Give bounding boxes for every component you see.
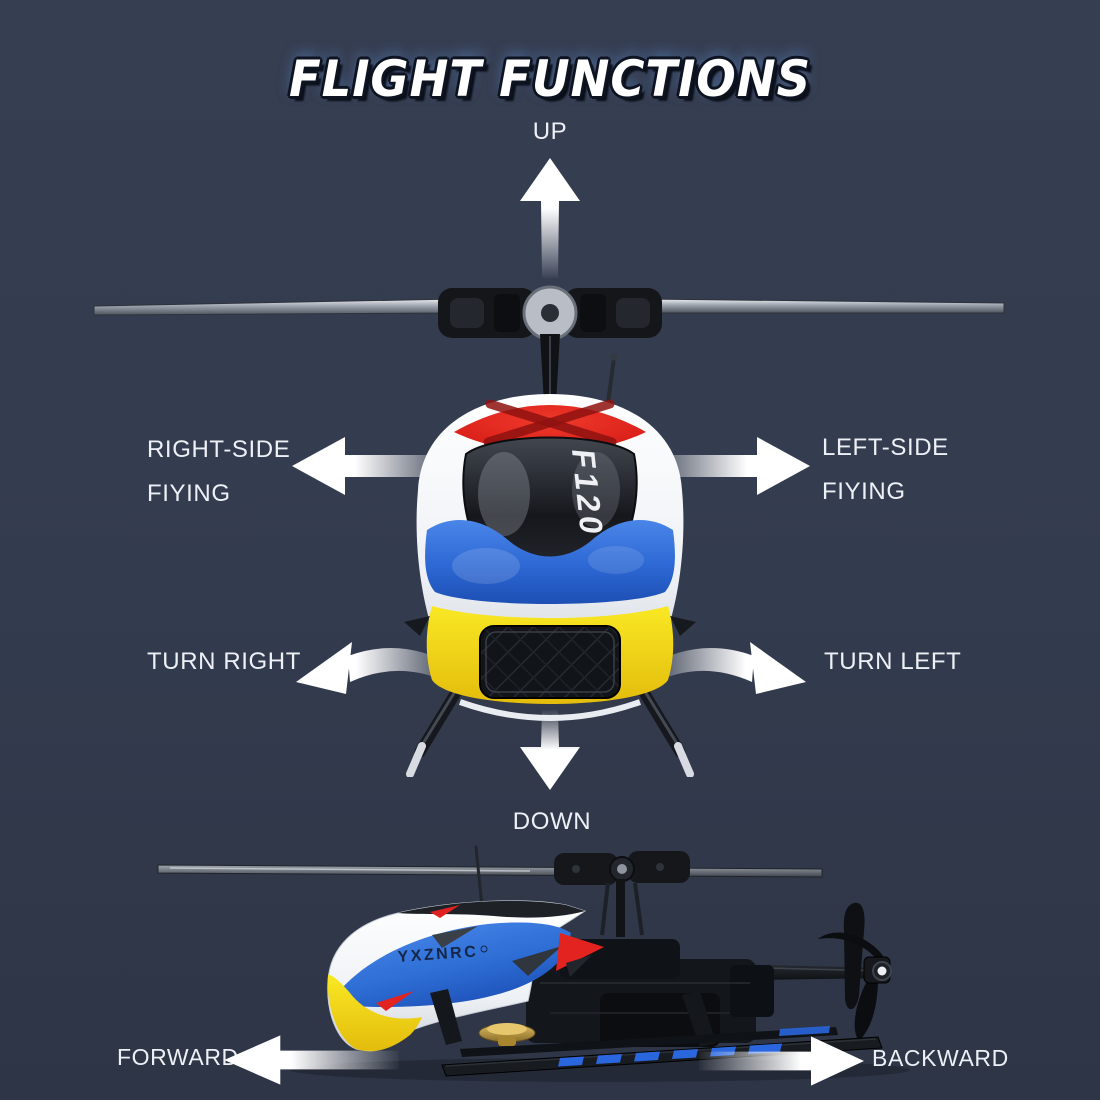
label-left-side-flying: LEFT-SIDE FIYING: [822, 426, 949, 514]
side-landing-skids: [430, 989, 883, 1077]
backward-arrow-icon: [699, 1036, 864, 1086]
label-forward: FORWARD: [117, 1044, 239, 1070]
label-turn-left: TURN LEFT: [824, 648, 962, 675]
side-view-decal: YXZNRC: [397, 943, 479, 966]
turn-left-curved-arrow-icon: [648, 642, 806, 694]
up-arrow-icon: [520, 158, 580, 278]
label-turn-right: TURN RIGHT: [147, 648, 301, 675]
label-up-text: UP: [532, 118, 568, 145]
label-left-side-line2: FIYING: [822, 478, 906, 505]
helicopter-side-view: YXZNRC: [157, 845, 910, 1082]
label-right-side-line1: RIGHT-SIDE: [147, 436, 291, 463]
front-canopy: F120: [404, 394, 696, 721]
label-right-side-line2: FIYING: [147, 480, 231, 507]
label-left-side-line1: LEFT-SIDE: [822, 434, 949, 461]
side-main-rotor: [157, 845, 823, 937]
turn-right-curved-arrow-icon: [296, 642, 454, 694]
page-title: FLIGHT FUNCTIONS: [288, 49, 812, 108]
right-side-flying-arrow-icon: [292, 437, 457, 495]
tail-rotor: [818, 902, 892, 1041]
label-backward: BACKWARD: [872, 1045, 1009, 1071]
forward-arrow-icon: [224, 1035, 399, 1085]
down-arrow-icon: [520, 710, 580, 790]
helicopter-front-view: F120: [93, 285, 1005, 777]
side-canopy: YXZNRC: [327, 900, 604, 1052]
label-right-side-flying: RIGHT-SIDE FIYING: [147, 428, 290, 516]
label-down-text: DOWN: [512, 808, 592, 835]
front-main-rotor: [93, 285, 1005, 404]
left-side-flying-arrow-icon: [645, 437, 810, 495]
